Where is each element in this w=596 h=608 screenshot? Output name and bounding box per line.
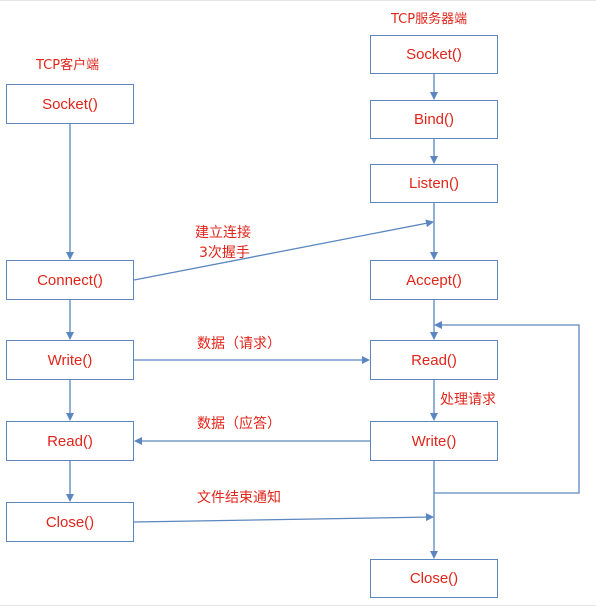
server-close-box: Close() [370,559,498,598]
bottom-border [0,605,596,606]
arrow-connect-handshake [133,219,434,281]
handshake-label-2: 3次握手 [199,245,250,261]
response-label: 数据（应答） [197,416,281,432]
client-socket-box: Socket() [6,84,134,124]
client-read-box: Read() [6,421,134,461]
server-write-box: Write() [370,421,498,461]
server-socket-box: Socket() [370,35,498,74]
server-accept-box: Accept() [370,260,498,300]
top-border [0,0,596,1]
eof-label: 文件结束通知 [197,490,281,506]
client-close-box: Close() [6,502,134,542]
server-listen-box: Listen() [370,164,498,203]
client-title: TCP客户端 [36,58,100,73]
arrow-server-loop [434,321,580,494]
handle-request-label: 处理请求 [440,392,496,408]
arrow-eof [133,513,434,523]
server-bind-box: Bind() [370,100,498,139]
server-title: TCP服务器端 [391,12,468,27]
server-read-box: Read() [370,340,498,380]
client-connect-box: Connect() [6,260,134,300]
client-write-box: Write() [6,340,134,380]
request-label: 数据（请求） [197,336,281,352]
handshake-label-1: 建立连接 [195,225,251,241]
